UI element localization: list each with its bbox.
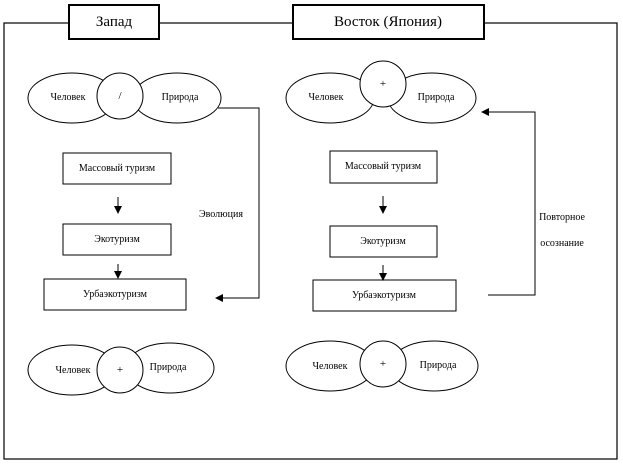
west-bottom-nature-label: Природа [149,362,187,373]
east-step-box-3 [312,279,457,312]
west-top-human-label: Человек [50,92,86,103]
west-step-ecotourism: Экотуризм [94,234,140,245]
west-step-mass-tourism: Массовый туризм [78,163,156,174]
west-step-box-2 [62,223,172,256]
west-title: Запад [95,14,133,30]
west-top-cluster [27,72,222,124]
west-bottom-cluster [27,342,215,396]
east-rerealization-label-line2: осознание [540,238,584,249]
west-step-urbaecotourism: Урбаэкотуризм [83,289,147,300]
west-top-nature-label: Природа [161,92,199,103]
east-top-nature-label: Природа [417,92,455,103]
west-bottom-operator: + [116,364,124,376]
east-top-operator: + [379,78,387,90]
east-top-operator-circle [359,60,407,108]
west-step-box-1 [62,152,172,185]
east-rerealization-label-line1: Повторное [539,212,585,223]
east-step-box-2 [329,225,438,258]
east-title: Восток (Япония) [334,14,442,30]
east-step-urbaecotourism: Урбаэкотуризм [352,290,416,301]
east-bottom-cluster [285,340,479,392]
west-title-box [68,4,160,40]
east-bottom-operator: + [379,358,387,370]
west-evolution-arrow [215,107,260,302]
west-bottom-operator-circle [96,346,144,394]
west-step-box-3 [43,278,187,311]
east-step-box-1 [329,150,438,184]
east-bottom-nature-label: Природа [419,360,457,371]
east-bottom-human-label: Человек [312,361,348,372]
west-bottom-human-label: Человек [55,365,91,376]
east-top-cluster [285,60,477,124]
east-top-human-label: Человек [308,92,344,103]
west-top-operator: / [118,90,122,102]
east-step-mass-tourism: Массовый туризм [344,161,422,172]
east-rerealization-arrow [481,108,536,296]
west-evolution-label: Эволюция [199,209,243,220]
east-step-ecotourism: Экотуризм [360,236,406,247]
east-title-box [292,4,485,40]
east-bottom-operator-circle [359,340,407,388]
west-top-operator-circle [96,72,144,120]
